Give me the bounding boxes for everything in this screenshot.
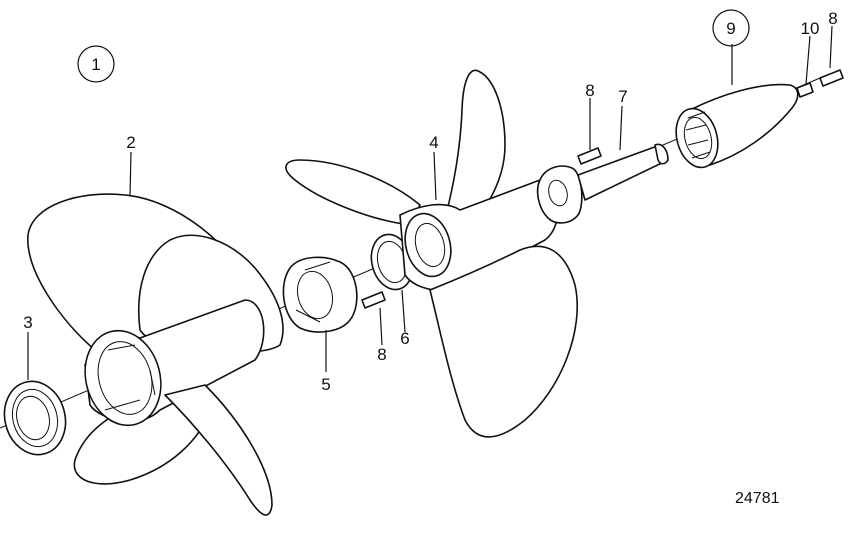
front-propeller [285,69,579,438]
leader-lines [27,25,833,380]
callout-9: 9 [726,19,735,38]
callout-circle-9 [712,9,750,47]
callout-circle-1 [77,45,115,83]
shaft-part-7 [536,143,669,224]
seal-ring [3,380,67,456]
cone-part-9 [675,83,799,169]
reference-number: 24781 [735,490,780,507]
callout-2: 2 [126,133,135,152]
callout-10: 10 [801,19,820,38]
callout-8-top: 8 [828,9,837,28]
rear-propeller [27,193,284,516]
callout-6: 6 [400,329,409,348]
bolt-middle [577,147,602,165]
pin-part-10 [796,82,814,98]
callout-1: 1 [91,55,100,74]
bolt-top-right [819,69,844,87]
callout-5: 5 [321,375,330,394]
callout-8-middle: 8 [585,81,594,100]
bolt-lower [361,291,386,309]
callout-4: 4 [429,133,438,152]
callout-3: 3 [23,313,32,332]
callout-7: 7 [618,87,627,106]
spacer-part-5 [282,256,358,333]
callout-8-lower: 8 [377,345,386,364]
